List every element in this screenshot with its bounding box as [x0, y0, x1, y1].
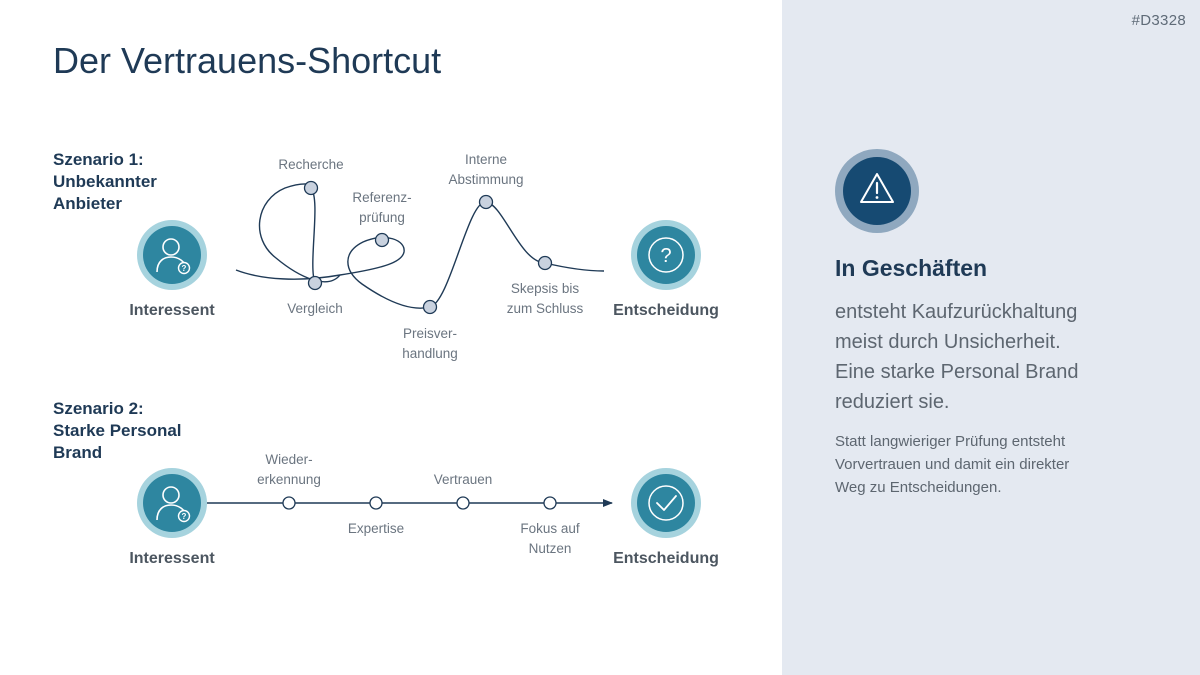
scenario-1-step-label: Referenz-: [352, 190, 411, 205]
scenario-1-title: Szenario 1: Unbekannter Anbieter: [53, 149, 157, 215]
scenario-1-step-label: Vergleich: [287, 301, 343, 316]
scenario-2-step-label: Vertrauen: [434, 472, 493, 487]
svg-text:?: ?: [182, 512, 187, 521]
scenario-2-step-node: [543, 496, 557, 510]
scenario-1-step-node: [478, 194, 494, 210]
scenario-1-step-node: [307, 275, 323, 291]
scenario-1-step-node: [303, 180, 319, 196]
scenario-1-start-label: Interessent: [129, 302, 215, 319]
scenario-2-step-label: Wieder-: [265, 452, 312, 467]
scenario-2-end-label: Entscheidung: [613, 550, 719, 567]
scenario-2-title-line: Szenario 2:: [53, 399, 144, 418]
scenario-1-step-label: handlung: [402, 346, 458, 361]
scenario-2-step-node: [369, 496, 383, 510]
panel-lead-line: reduziert sie.: [835, 391, 950, 413]
panel-note-line: Statt langwieriger Prüfung entsteht: [835, 433, 1066, 450]
journey-diagram: Recherche Vergleich Referenz- prüfung Pr…: [129, 152, 719, 567]
scenario-1-step-label: Interne: [465, 152, 507, 167]
scenario-2-step-node: [456, 496, 470, 510]
checkmark-icon: [631, 468, 701, 538]
panel-note-line: Vorvertrauen und damit ein direkter: [835, 456, 1070, 473]
scenario-2-step-label: erkennung: [257, 472, 321, 487]
panel-lead-line: Eine starke Personal Brand: [835, 361, 1079, 383]
panel-lead-line: meist durch Unsicherheit.: [835, 331, 1061, 353]
scenario-2-title: Szenario 2: Starke Personal Brand: [53, 398, 182, 464]
scenario-1-step-label: Recherche: [278, 157, 343, 172]
svg-text:?: ?: [182, 264, 187, 273]
scenario-1-step-node: [537, 255, 553, 271]
scenario-1-step-node: [374, 232, 390, 248]
panel-lead-text: entsteht Kaufzurückhaltung meist durch U…: [835, 297, 1165, 417]
svg-text:?: ?: [660, 245, 671, 267]
scenario-2-interessent-icon: ?: [137, 468, 207, 538]
scenario-2-start-label: Interessent: [129, 550, 215, 567]
scenario-1-interessent-icon: ?: [137, 220, 207, 290]
scenario-2-step-label: Expertise: [348, 521, 404, 536]
scenario-2-step-node: [282, 496, 296, 510]
warning-triangle-icon: [835, 149, 919, 233]
scenario-1-tangled-path: [235, 183, 605, 309]
right-panel: [782, 0, 1200, 675]
scenario-1-step-label: Preisver-: [403, 326, 457, 341]
panel-lead-line: entsteht Kaufzurückhaltung: [835, 301, 1078, 323]
scenario-1-end-label: Entscheidung: [613, 302, 719, 319]
slide-code: #D3328: [1131, 12, 1186, 29]
scenario-1-title-line: Szenario 1:: [53, 150, 144, 169]
scenario-2-step-label: Fokus auf: [520, 521, 580, 536]
panel-note-line: Weg zu Entscheidungen.: [835, 479, 1002, 496]
scenario-2-title-line: Brand: [53, 443, 103, 462]
page-title: Der Vertrauens-Shortcut: [53, 40, 442, 81]
scenario-1-title-line: Anbieter: [53, 194, 122, 213]
scenario-1-step-node: [422, 299, 438, 315]
panel-note-text: Statt langwieriger Prüfung entsteht Vorv…: [835, 430, 1175, 499]
scenario-1-step-label: prüfung: [359, 210, 405, 225]
scenario-2-step-label: Nutzen: [529, 541, 572, 556]
scenario-1-title-line: Unbekannter: [53, 172, 157, 191]
scenario-1-step-label: Skepsis bis: [511, 281, 580, 296]
scenario-1-step-label: Abstimmung: [448, 172, 523, 187]
scenario-1-step-label: zum Schluss: [507, 301, 584, 316]
panel-heading: In Geschäften: [835, 255, 988, 281]
scenario-2-title-line: Starke Personal: [53, 421, 182, 440]
question-icon: ?: [631, 220, 701, 290]
